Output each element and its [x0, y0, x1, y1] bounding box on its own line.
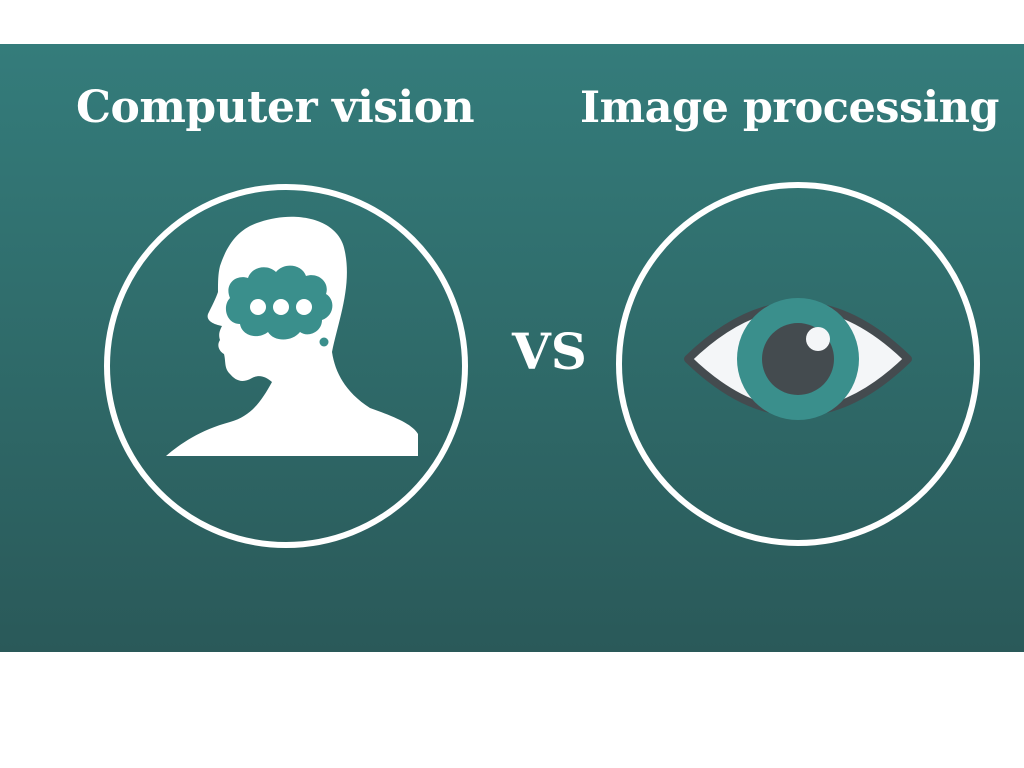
eye-icon [684, 298, 912, 420]
versus-label: VS [512, 322, 587, 381]
human-head-thinking-icon [166, 216, 418, 456]
computer-vision-circle [104, 184, 468, 548]
image-processing-circle [616, 182, 980, 546]
image-processing-heading: Image processing [580, 83, 999, 133]
comparison-banner: Computer vision Image processing VS [0, 44, 1024, 652]
computer-vision-heading: Computer vision [76, 82, 475, 133]
